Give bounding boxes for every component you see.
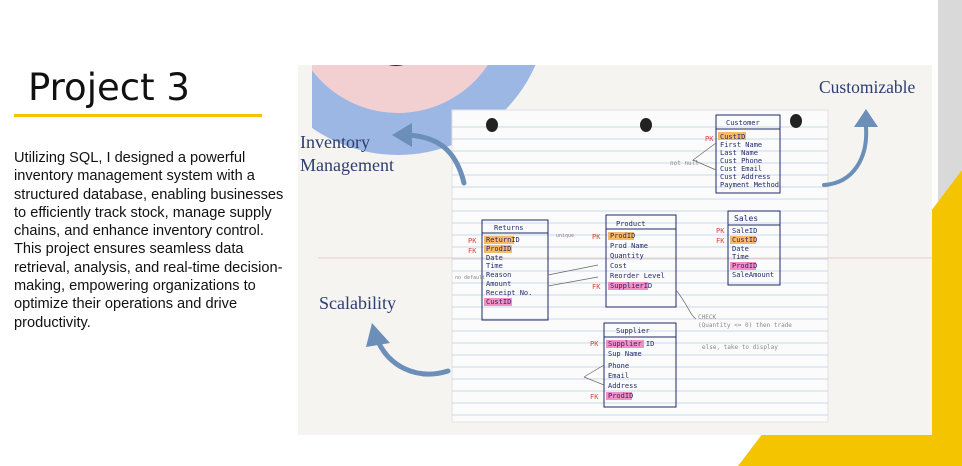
svg-text:SupplierID: SupplierID xyxy=(610,282,652,290)
svg-text:Email: Email xyxy=(608,372,629,380)
svg-text:CHECK: CHECK xyxy=(698,314,716,321)
svg-text:PK: PK xyxy=(468,237,477,245)
svg-text:Reorder Level: Reorder Level xyxy=(610,272,665,280)
svg-text:FK: FK xyxy=(592,283,601,291)
svg-text:First Name: First Name xyxy=(720,141,762,149)
svg-text:Date: Date xyxy=(732,245,749,253)
svg-text:ProdID: ProdID xyxy=(486,245,511,253)
label-scalability: Scalability xyxy=(319,293,396,313)
svg-text:FK: FK xyxy=(590,393,599,401)
svg-text:ProdID: ProdID xyxy=(732,262,757,270)
svg-text:PK: PK xyxy=(705,135,714,143)
label-inventory-line2: Management xyxy=(300,155,394,175)
title-underline xyxy=(14,114,262,117)
svg-text:Amount: Amount xyxy=(486,280,511,288)
svg-text:Cost: Cost xyxy=(610,262,627,270)
slide-body-text: Utilizing SQL, I designed a powerful inv… xyxy=(14,150,284,331)
svg-text:FK: FK xyxy=(716,237,725,245)
svg-text:else, take to display: else, take to display xyxy=(702,344,778,351)
decor-circle-pink xyxy=(308,65,488,113)
svg-text:Customer: Customer xyxy=(726,119,760,127)
svg-text:Sales: Sales xyxy=(734,214,758,223)
svg-text:PK: PK xyxy=(590,340,599,348)
svg-text:FK: FK xyxy=(468,247,477,255)
svg-text:ProdID: ProdID xyxy=(608,392,633,400)
label-inventory-line1: Inventory xyxy=(300,132,370,152)
figure-drawing: Customer CustID First Name Last Name Cus… xyxy=(298,65,932,423)
svg-text:Prod Name: Prod Name xyxy=(610,242,648,250)
svg-text:PK: PK xyxy=(716,227,725,235)
arrow-scalability xyxy=(366,323,451,377)
svg-text:Returns: Returns xyxy=(494,224,524,232)
svg-text:Supplier: Supplier xyxy=(616,327,650,335)
svg-text:Reason: Reason xyxy=(486,271,511,279)
svg-text:Last Name: Last Name xyxy=(720,149,758,157)
svg-text:CustID: CustID xyxy=(486,298,511,306)
svg-text:no default: no default xyxy=(455,275,485,281)
svg-text:CustID: CustID xyxy=(720,133,745,141)
svg-text:Cust Address: Cust Address xyxy=(720,173,771,181)
svg-text:Phone: Phone xyxy=(608,362,629,370)
svg-text:Address: Address xyxy=(608,382,638,390)
svg-text:CustID: CustID xyxy=(732,236,757,244)
project-figure: Customer CustID First Name Last Name Cus… xyxy=(298,65,932,435)
svg-text:Supplier ID: Supplier ID xyxy=(608,340,654,348)
svg-text:not null: not null xyxy=(670,160,699,167)
svg-text:PK: PK xyxy=(592,233,601,241)
svg-text:Time: Time xyxy=(732,253,749,261)
notebook-sketch: Customer CustID First Name Last Name Cus… xyxy=(318,109,932,423)
label-inventory-management: Inventory Management xyxy=(300,131,394,177)
svg-text:SaleID: SaleID xyxy=(732,227,757,235)
svg-text:Quantity: Quantity xyxy=(610,252,644,260)
arrow-customizable xyxy=(822,109,878,187)
svg-text:(Quantity <= 0) then trade: (Quantity <= 0) then trade xyxy=(698,322,792,329)
svg-text:SaleAmount: SaleAmount xyxy=(732,271,774,279)
svg-text:Sup Name: Sup Name xyxy=(608,350,642,358)
svg-text:Cust Phone: Cust Phone xyxy=(720,157,762,165)
svg-text:Date: Date xyxy=(486,254,503,262)
svg-text:Cust Email: Cust Email xyxy=(720,165,762,173)
svg-text:Payment Method: Payment Method xyxy=(720,181,779,189)
svg-text:unique: unique xyxy=(556,233,574,239)
svg-text:ReturnID: ReturnID xyxy=(486,236,520,244)
label-customizable: Customizable xyxy=(819,77,916,97)
arrow-inventory-management xyxy=(392,123,467,186)
slide-title: Project 3 xyxy=(28,66,190,109)
svg-text:Product: Product xyxy=(616,220,646,228)
svg-text:Time: Time xyxy=(486,262,503,270)
svg-text:ProdID: ProdID xyxy=(610,232,635,240)
svg-text:Receipt No.: Receipt No. xyxy=(486,289,532,297)
